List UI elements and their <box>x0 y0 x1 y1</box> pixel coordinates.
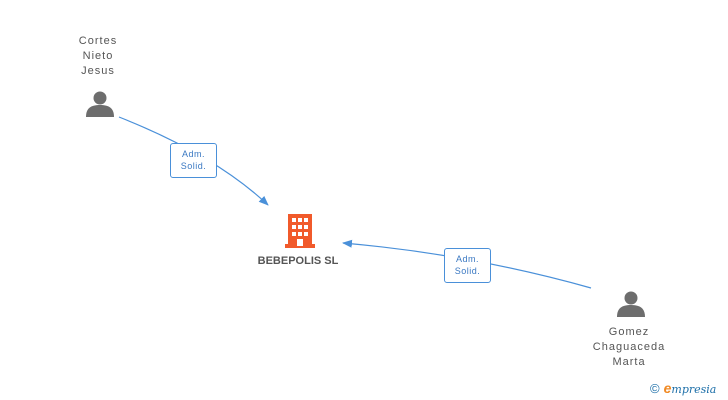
person-icon[interactable] <box>617 291 645 318</box>
relation-label-line: Solid. <box>454 266 481 276</box>
building-icon[interactable] <box>285 214 315 248</box>
relation-label-line: Adm. <box>455 254 479 264</box>
name-line: Cortes <box>78 35 118 47</box>
company-name[interactable]: BEBEPOLIS SL <box>257 255 339 267</box>
name-line: Chaguaceda <box>592 341 666 353</box>
name-line: Gomez <box>608 326 650 338</box>
relation-label-line: Adm. <box>181 149 205 159</box>
brand-watermark: ©empresia <box>650 380 716 396</box>
copyright-icon: © <box>650 381 660 396</box>
relation-label-line: Solid. <box>180 161 207 171</box>
relation-label: Adm. Solid. <box>444 248 491 283</box>
relation-label: Adm. Solid. <box>170 143 217 178</box>
name-line: Nieto <box>82 50 114 62</box>
person-name-cortes[interactable]: Cortes Nieto Jesus <box>38 34 158 79</box>
brand-rest: mpresia <box>671 383 717 396</box>
brand-initial: e <box>663 380 672 396</box>
person-name-gomez[interactable]: Gomez Chaguaceda Marta <box>569 325 689 370</box>
person-icon[interactable] <box>86 91 114 118</box>
name-line: Jesus <box>81 65 115 77</box>
name-line: Marta <box>612 356 646 368</box>
